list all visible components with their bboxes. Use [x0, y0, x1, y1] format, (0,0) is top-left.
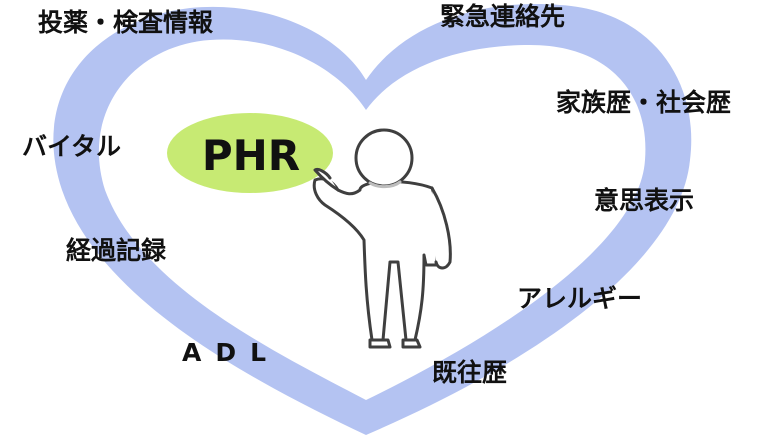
- item-family-social-history: 家族歴・社会歴: [556, 88, 732, 117]
- item-past-history: 既往歴: [432, 358, 508, 387]
- person-pointing-icon: [312, 128, 452, 349]
- item-progress-record: 経過記録: [66, 236, 167, 265]
- phr-label: PHR: [201, 130, 301, 180]
- heart-ring: [53, 4, 692, 435]
- item-adl: ADL: [182, 338, 281, 367]
- item-emergency-contact: 緊急連絡先: [440, 2, 566, 31]
- item-vital: バイタル: [22, 132, 122, 161]
- item-allergy: アレルギー: [517, 284, 643, 313]
- item-advance-directive: 意思表示: [594, 186, 695, 215]
- phr-bubble: [167, 113, 333, 193]
- item-medication-test: 投薬・検査情報: [38, 8, 214, 37]
